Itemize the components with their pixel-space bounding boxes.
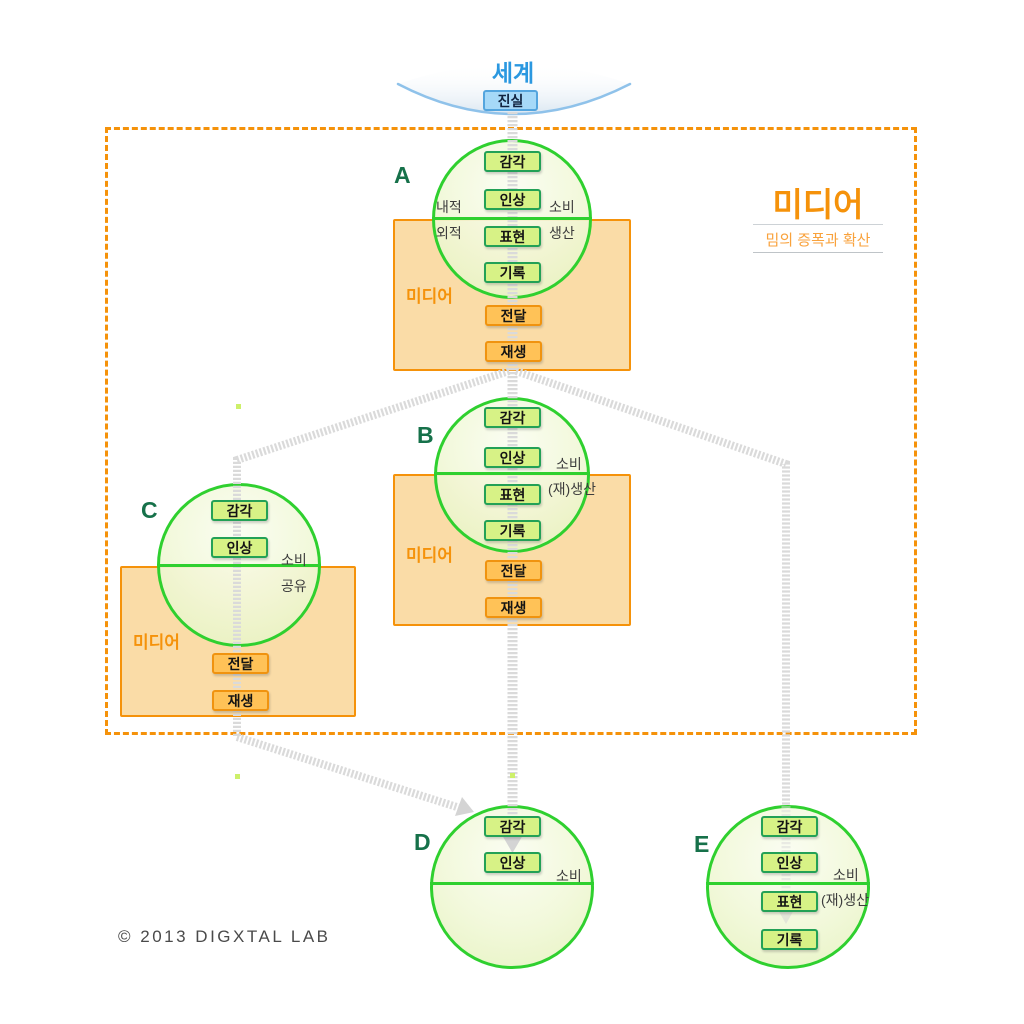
unit-B-letter: B: [417, 422, 434, 448]
unit-A-box-record: 기록: [484, 262, 541, 283]
unit-C-box-sense: 감각: [211, 500, 268, 521]
arrowhead-into-D-left: [455, 797, 474, 816]
unit-B-ann-reproduce: (재)생산: [548, 481, 596, 497]
unit-C-media-label: 미디어: [133, 633, 180, 652]
unit-B-box-impression: 인상: [484, 447, 541, 468]
accent-dot-2: [235, 774, 240, 779]
unit-A-media-label: 미디어: [406, 287, 453, 306]
unit-D-ann-consume: 소비: [556, 868, 582, 884]
unit-A-box-sense: 감각: [484, 151, 541, 172]
connector-C-to-D: [235, 733, 462, 812]
unit-A-ann-external: 외적: [436, 225, 462, 241]
unit-A-box-expression: 표현: [484, 226, 541, 247]
unit-C-ann-share: 공유: [281, 578, 307, 594]
unit-D-box-impression: 인상: [484, 852, 541, 873]
unit-A-letter: A: [394, 162, 411, 188]
world-title: 세계: [491, 60, 535, 86]
unit-B-box-sense: 감각: [484, 407, 541, 428]
unit-B-box-replay: 재생: [485, 597, 542, 618]
media-frame-title: 미디어: [772, 186, 864, 223]
unit-A-box-transmit: 전달: [485, 305, 542, 326]
unit-A-box-replay: 재생: [485, 341, 542, 362]
truth-box: 진실: [483, 90, 538, 111]
copyright-text: © 2013 DIGXTAL LAB: [118, 927, 331, 946]
unit-B-media-label: 미디어: [406, 546, 453, 565]
unit-C-box-impression: 인상: [211, 537, 268, 558]
unit-C-ann-consume: 소비: [281, 552, 307, 568]
unit-E-box-record: 기록: [761, 929, 818, 950]
unit-A-equator-line: [432, 217, 592, 220]
media-frame-subtitle: 밈의 증폭과 확산: [753, 224, 883, 253]
unit-D-box-sense: 감각: [484, 816, 541, 837]
unit-C-letter: C: [141, 497, 158, 523]
accent-dot-3: [510, 773, 515, 778]
unit-E-box-sense: 감각: [761, 816, 818, 837]
unit-D-letter: D: [414, 829, 431, 855]
unit-C-box-transmit: 전달: [212, 653, 269, 674]
unit-E-ann-consume: 소비: [833, 867, 859, 883]
unit-B-box-transmit: 전달: [485, 560, 542, 581]
unit-E-box-expression: 표현: [761, 891, 818, 912]
world-lens-shading: [398, 64, 630, 114]
unit-E-ann-reproduce: (재)생산: [821, 892, 869, 908]
unit-E-letter: E: [694, 831, 710, 857]
unit-C-box-replay: 재생: [212, 690, 269, 711]
accent-dot-1: [236, 404, 241, 409]
unit-A-box-impression: 인상: [484, 189, 541, 210]
unit-E-box-impression: 인상: [761, 852, 818, 873]
unit-A-ann-internal: 내적: [436, 199, 462, 215]
unit-D-equator-line: [430, 882, 594, 885]
unit-B-ann-consume: 소비: [556, 456, 582, 472]
unit-A-ann-consume: 소비: [549, 199, 575, 215]
unit-B-box-expression: 표현: [484, 484, 541, 505]
unit-B-box-record: 기록: [484, 520, 541, 541]
unit-A-ann-produce: 생산: [549, 225, 575, 241]
